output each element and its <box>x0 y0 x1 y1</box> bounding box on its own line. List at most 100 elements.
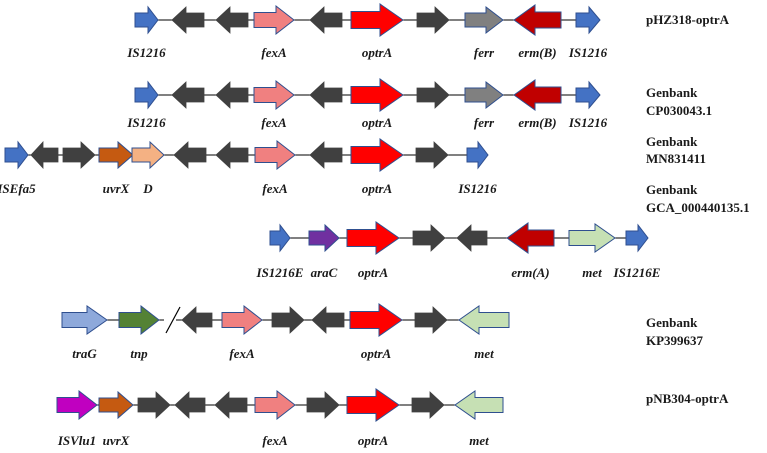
gene-label: fexA <box>229 346 255 361</box>
row-title: GCA_000440135.1 <box>646 200 750 215</box>
orf-gene-arrow <box>306 391 340 419</box>
orf-gene-arrow <box>311 306 345 334</box>
gene-label: optrA <box>362 115 393 130</box>
gene-label: met <box>469 433 489 448</box>
arac-gene-arrow <box>308 223 340 253</box>
gene-label: fexA <box>261 45 287 60</box>
gene-label: IS1216 <box>457 181 497 196</box>
uvrx-gene-arrow <box>98 140 134 170</box>
trag-gene-arrow <box>61 305 108 335</box>
row-title: Genbank <box>646 182 698 197</box>
gene-label: optrA <box>362 45 393 60</box>
row-title: pHZ318-optrA <box>646 12 730 27</box>
row-title: CP030043.1 <box>646 103 712 118</box>
is1216e-gene-arrow <box>269 223 291 253</box>
optra-gene-arrow <box>350 78 404 112</box>
gene-label: fexA <box>262 433 288 448</box>
isefa5-gene-arrow <box>4 140 29 170</box>
is1216-gene-arrow <box>575 5 601 35</box>
gene-label: optrA <box>362 181 393 196</box>
row-title: Genbank <box>646 134 698 149</box>
row-title: pNB304-optrA <box>646 391 729 406</box>
gene-label: uvrX <box>103 433 130 448</box>
gene-label: met <box>474 346 494 361</box>
uvrx-gene-arrow <box>98 390 134 420</box>
is1216e-gene-arrow <box>625 223 649 253</box>
orf-gene-arrow <box>416 6 450 34</box>
sequence-gap <box>164 317 176 323</box>
orf-gene-arrow <box>415 141 449 169</box>
ermb-gene-arrow <box>513 4 562 36</box>
orf-gene-arrow <box>215 141 249 169</box>
gene-label: ferr <box>474 115 495 130</box>
orf-gene-arrow <box>411 391 445 419</box>
gene-label: uvrX <box>103 181 130 196</box>
optra-gene-arrow <box>350 3 404 37</box>
erma-gene-arrow <box>506 222 555 254</box>
isvlu1-gene-arrow <box>56 389 98 421</box>
gene-label: IS1216 <box>568 115 608 130</box>
fexa-gene-arrow <box>253 79 295 111</box>
row-title: Genbank <box>646 315 698 330</box>
met-gene-arrow <box>568 223 616 253</box>
gene-label: IS1216 <box>568 45 608 60</box>
orf-gene-arrow <box>456 224 488 252</box>
is1216-gene-arrow <box>575 80 601 110</box>
orf-gene-arrow <box>309 141 343 169</box>
gene-label: fexA <box>261 115 287 130</box>
orf-gene-arrow <box>181 306 213 334</box>
is1216-gene-arrow <box>466 140 489 170</box>
gene-label: ISEfa5 <box>0 181 36 196</box>
row-title: KP399637 <box>646 333 704 348</box>
orf-gene-arrow <box>414 306 448 334</box>
gene-label: erm(B) <box>518 45 556 60</box>
ermb-gene-arrow <box>513 79 562 111</box>
fexa-gene-arrow <box>254 139 296 171</box>
orf-gene-arrow <box>30 140 59 170</box>
gene-label: fexA <box>262 181 288 196</box>
orf-gene-arrow <box>309 81 343 109</box>
gene-label: erm(A) <box>511 265 549 280</box>
tnp-gene-arrow <box>118 304 160 336</box>
gene-label: optrA <box>358 433 389 448</box>
gene-label: optrA <box>358 265 389 280</box>
optra-gene-arrow <box>346 221 400 255</box>
gene-label: traG <box>72 346 97 361</box>
orf-gene-arrow <box>173 141 207 169</box>
orf-gene-arrow <box>137 391 171 419</box>
is1216-gene-arrow <box>134 80 159 110</box>
orf-gene-arrow <box>271 306 305 334</box>
orf-gene-arrow <box>171 6 205 34</box>
gene-label: IS1216 <box>126 115 166 130</box>
orf-gene-arrow <box>62 141 96 169</box>
fexa-gene-arrow <box>254 389 296 421</box>
gene-label: D <box>142 181 153 196</box>
orf-gene-arrow <box>309 6 343 34</box>
fexa-gene-arrow <box>253 4 295 36</box>
met-gene-arrow <box>454 390 504 420</box>
orf-gene-arrow <box>171 81 205 109</box>
orf-gene-arrow <box>174 391 206 419</box>
gene-label: IS1216E <box>613 265 661 280</box>
orf-gene-arrow <box>412 224 446 252</box>
optra-gene-arrow <box>349 303 403 337</box>
optra-gene-arrow <box>350 138 404 172</box>
orf-gene-arrow <box>215 81 249 109</box>
gene-cluster-row: IS1216E araC optrA erm(A) met IS1216E GenbankG… <box>256 182 750 280</box>
gene-label: erm(B) <box>518 115 556 130</box>
gene-label: tnp <box>130 346 148 361</box>
gene-label: IS1216E <box>256 265 304 280</box>
gene-label: met <box>582 265 602 280</box>
gene-label: IS1216 <box>126 45 166 60</box>
break-marker <box>165 306 181 334</box>
met-gene-arrow <box>458 305 510 335</box>
gene-label: ferr <box>474 45 495 60</box>
orf-gene-arrow <box>214 391 248 419</box>
gene-label: araC <box>311 265 338 280</box>
gene-cluster-row: IS1216 fexA optrA ferr erm(B) IS1216 pHZ318-op… <box>126 3 730 60</box>
